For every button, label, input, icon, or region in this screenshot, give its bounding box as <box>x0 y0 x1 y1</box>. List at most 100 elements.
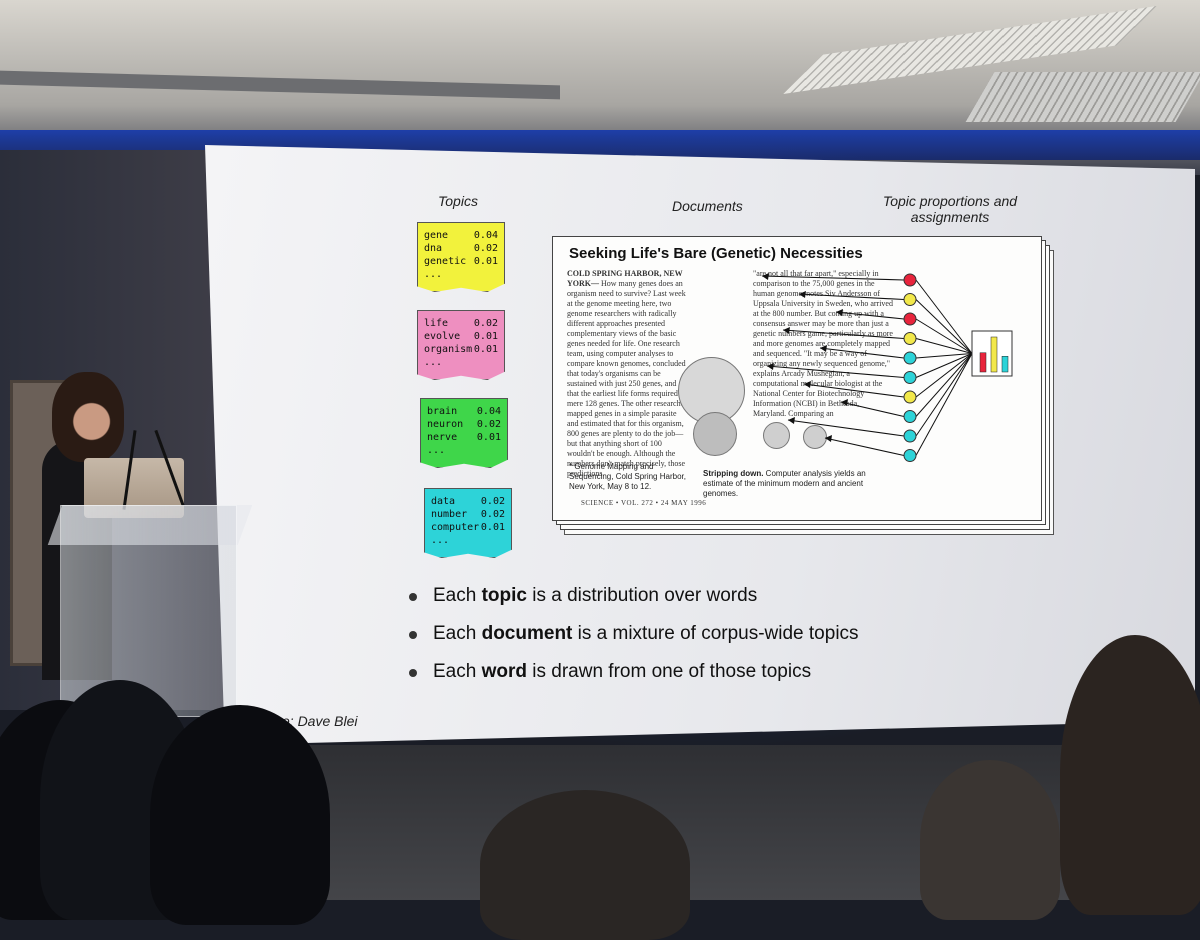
arrow-head <box>820 345 827 352</box>
assignment-link <box>915 338 973 354</box>
assignment-link <box>915 318 973 354</box>
topic-word: organism <box>424 344 473 355</box>
topic-word-probability: 0.04 <box>476 406 501 417</box>
topic-word: dna <box>424 243 443 254</box>
figure-caption: Stripping down. Computer analysis yields… <box>703 469 883 499</box>
topic-word-probability: 0.01 <box>476 432 501 443</box>
topic-word-probability: 0.04 <box>473 230 498 241</box>
word-assignment-arrow <box>787 419 905 437</box>
topic-word: evolve <box>424 331 461 342</box>
bullet-text: Each <box>433 661 482 682</box>
topic-assignment-circle <box>903 273 917 287</box>
topic-assignment-circle <box>903 351 917 365</box>
column-header-proportions: Topic proportions and assignments <box>882 193 1018 225</box>
audience-head <box>1060 635 1200 915</box>
topic-word: number <box>431 509 468 520</box>
presenter-head <box>52 372 124 462</box>
arrow-head <box>799 291 806 298</box>
assignment-link <box>915 353 973 398</box>
topic-word: brain <box>427 406 458 417</box>
document-body-left-text: How many genes does an organism need to … <box>567 279 687 478</box>
topic-assignment-diagram <box>761 273 1013 462</box>
arrow-head <box>788 417 795 424</box>
topic-word-probability: 0.01 <box>480 522 505 533</box>
topic-word-probability: 0.02 <box>473 243 498 254</box>
topic-assignment-circle <box>903 312 917 326</box>
arrow-head <box>841 399 848 406</box>
topic-word-probability: 0.01 <box>473 331 498 342</box>
bullet-item: Each word is drawn from one of those top… <box>405 661 859 683</box>
arrow-head <box>825 435 832 442</box>
topic-assignment-circle <box>903 332 917 345</box>
bullet-keyword: document <box>481 623 573 644</box>
topic-word-probability: 0.01 <box>473 256 498 267</box>
word-assignment-arrow <box>782 329 905 340</box>
topic-assignment-circle <box>903 410 917 423</box>
arrow-head <box>804 381 811 388</box>
topic-word: ... <box>427 445 446 456</box>
arrow-head <box>762 273 769 280</box>
topic-assignment-circle <box>903 449 917 462</box>
word-assignment-arrow <box>761 275 905 281</box>
topic-assignment-circle <box>903 293 917 306</box>
topic-word-row: neuron 0.02 <box>427 418 501 431</box>
document-footer: SCIENCE • VOL. 272 • 24 MAY 1996 <box>581 499 707 507</box>
word-assignment-arrow <box>835 311 905 320</box>
podium <box>60 505 237 717</box>
topic-word-row: ... <box>424 268 498 281</box>
topic-word: ... <box>424 357 443 368</box>
topic-word: neuron <box>427 419 464 430</box>
assignment-link <box>915 279 973 354</box>
audience-head <box>150 705 330 925</box>
assignment-link <box>915 353 973 456</box>
bullet-text: Each <box>433 585 482 606</box>
audience-head <box>480 790 690 940</box>
topic-word: genetic <box>424 256 467 267</box>
audience-chair <box>920 760 1060 920</box>
venn-circle-small <box>693 412 737 456</box>
topic-word: nerve <box>427 432 458 443</box>
air-conditioner <box>965 72 1200 122</box>
topic-word: life <box>424 318 449 329</box>
document-title: Seeking Life's Bare (Genetic) Necessitie… <box>569 245 863 262</box>
topic-proportion-bar <box>979 352 987 373</box>
figure-caption-title: Stripping down. <box>703 469 764 478</box>
word-assignment-arrow <box>824 437 905 457</box>
topic-assignment-circle <box>903 390 917 404</box>
assignment-link <box>915 353 973 359</box>
assignment-link <box>915 299 973 354</box>
topic-card: brain 0.04 neuron 0.02 nerve 0.01... <box>420 398 508 468</box>
topic-assignment-circle <box>903 371 917 384</box>
assignment-link <box>915 353 973 378</box>
slide-credit: e: Dave Blei <box>282 713 358 729</box>
figure-caption-text: Computer analysis yields an estimate of … <box>703 469 866 498</box>
gene-count-circle <box>763 422 790 449</box>
topic-word-row: ... <box>427 444 501 457</box>
document-dateline: COLD SPRING HARBOR, NEW YORK— <box>567 269 683 288</box>
bullet-keyword: topic <box>481 585 527 606</box>
topic-word-probability: 0.02 <box>473 318 498 329</box>
topic-word-row: ... <box>431 534 505 547</box>
assignment-link <box>915 353 973 437</box>
topic-word-probability: 0.02 <box>480 496 505 507</box>
word-assignment-arrow <box>840 401 905 418</box>
topic-word-row: life 0.02 <box>424 317 498 330</box>
topic-proportion-bar <box>990 336 998 373</box>
bullet-item: Each document is a mixture of corpus-wid… <box>405 623 859 645</box>
arrow-head <box>836 309 843 316</box>
topic-word-probability: 0.02 <box>476 419 501 430</box>
word-assignment-arrow <box>766 365 905 379</box>
bullet-text: Each <box>433 623 482 644</box>
document-body-left: COLD SPRING HARBOR, NEW YORK— How many g… <box>567 269 687 479</box>
assignment-link <box>915 353 973 417</box>
bullet-keyword: word <box>481 661 527 682</box>
arrow-head <box>783 327 790 334</box>
